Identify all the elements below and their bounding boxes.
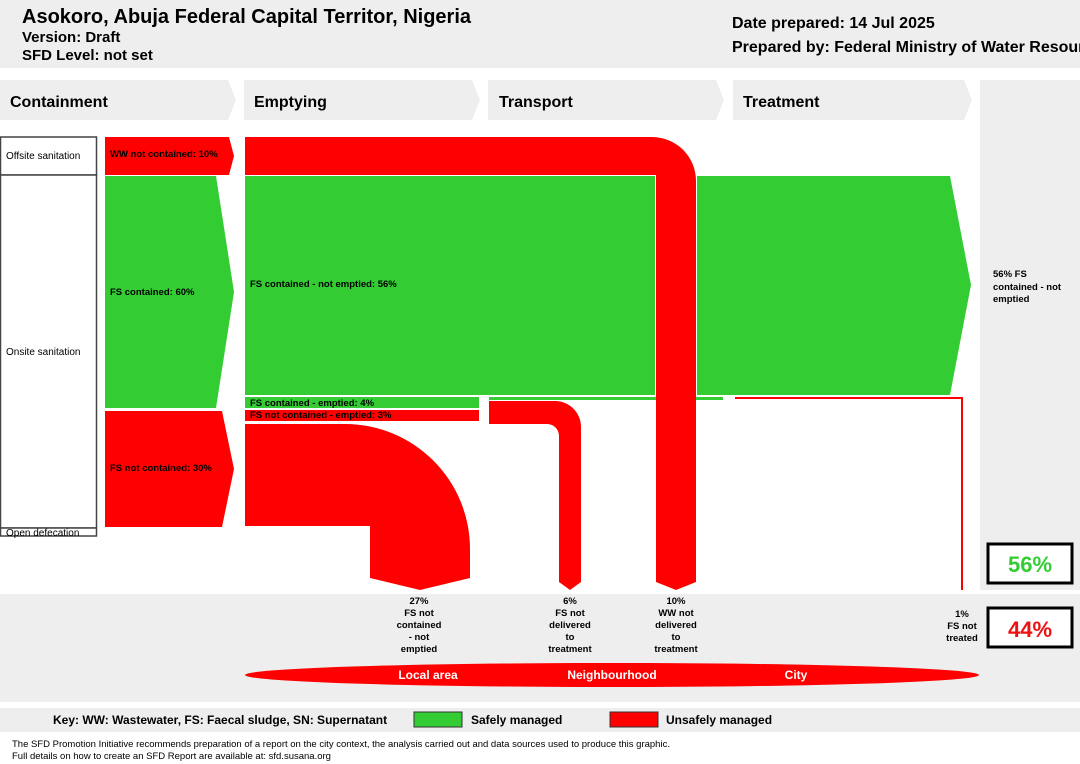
- onsite-sanitation-box: [0, 174, 98, 529]
- right-note-line-2: contained - not: [993, 282, 1062, 293]
- area-city: City: [785, 668, 808, 682]
- svg-text:FS not: FS not: [947, 621, 977, 632]
- fs-not-delivered-flow: [489, 401, 581, 590]
- fs-not-contained-arrow: [105, 411, 234, 527]
- svg-text:delivered: delivered: [549, 620, 591, 631]
- fs-contained-not-emptied-flow: [245, 176, 655, 395]
- offsite-sanitation-label: Offsite sanitation: [6, 151, 80, 162]
- svg-text:10%: 10%: [666, 596, 686, 607]
- right-panel-background: [980, 80, 1080, 590]
- sfd-level-text: SFD Level: not set: [22, 47, 153, 64]
- svg-text:1%: 1%: [955, 609, 969, 620]
- svg-text:6%: 6%: [563, 596, 577, 607]
- fs-not-treated-caption: 1% FS not treated: [946, 609, 978, 644]
- svg-text:treated: treated: [946, 633, 978, 644]
- unsafe-key-label: Unsafely managed: [666, 713, 772, 727]
- safely-managed-percent: 56%: [1008, 552, 1052, 577]
- stage-header-transport: [488, 80, 724, 120]
- fs-contained-emptied-label: FS contained - emptied: 4%: [250, 398, 375, 409]
- stage-header-containment: [0, 80, 236, 120]
- svg-text:FS not: FS not: [404, 608, 434, 619]
- svg-text:27%: 27%: [409, 596, 429, 607]
- fs-contained-emptied-flow: [245, 397, 479, 408]
- date-prepared-text: Date prepared: 14 Jul 2025: [732, 15, 935, 32]
- unsafe-swatch: [609, 711, 659, 728]
- key-background: [0, 708, 1080, 732]
- fs-contained-not-emptied-label: FS contained - not emptied: 56%: [250, 279, 397, 290]
- svg-text:to: to: [566, 632, 575, 643]
- right-note-line-1: 56% FS: [993, 269, 1027, 280]
- header: [0, 0, 1080, 68]
- version-text: Version: Draft: [22, 29, 121, 46]
- right-note-line-3: emptied: [993, 294, 1030, 305]
- areas-ellipse: [245, 663, 979, 687]
- safe-key-label: Safely managed: [471, 713, 562, 727]
- fs-emptied-transport-flow: [489, 397, 723, 400]
- svg-text:WW not: WW not: [658, 608, 694, 619]
- fs-contained-label: FS contained: 60%: [110, 287, 195, 298]
- footer-line-2: Full details on how to create an SFD Rep…: [12, 751, 331, 762]
- fs-not-contained-not-emptied-flow: [245, 424, 470, 590]
- page-title: Asokoro, Abuja Federal Capital Territor,…: [22, 6, 471, 28]
- svg-text:emptied: emptied: [401, 644, 438, 655]
- svg-text:FS not: FS not: [555, 608, 585, 619]
- prepared-by-text: Prepared by: Federal Ministry of Water R…: [732, 39, 1080, 56]
- unsafely-managed-percent: 44%: [1008, 617, 1052, 642]
- fs-not-contained-emptied-flow: [245, 410, 479, 421]
- fs-not-delivered-caption: 6% FS not delivered to treatment: [548, 596, 592, 655]
- fs-not-contained-emptied-label: FS not contained - emptied: 3%: [250, 410, 392, 421]
- ww-not-contained-label: WW not contained: 10%: [110, 149, 218, 160]
- svg-text:to: to: [672, 632, 681, 643]
- svg-text:treatment: treatment: [548, 644, 592, 655]
- stage-label-treatment: Treatment: [743, 94, 820, 111]
- open-defecation-box: [0, 527, 98, 537]
- open-defecation-label: Open defecation: [6, 528, 79, 539]
- key-text: Key: WW: Wastewater, FS: Faecal sludge, …: [53, 713, 387, 727]
- stage-label-emptying: Emptying: [254, 94, 327, 111]
- svg-text:contained: contained: [397, 620, 442, 631]
- stage-header-emptying: [244, 80, 480, 120]
- safely-managed-box: [986, 542, 1074, 585]
- area-local: Local area: [398, 668, 458, 682]
- fs-not-contained-not-emptied-caption: 27% FS not contained - not emptied: [397, 596, 442, 655]
- ww-not-delivered-caption: 10% WW not delivered to treatment: [654, 596, 698, 655]
- onsite-sanitation-label: Onsite sanitation: [6, 347, 81, 358]
- fs-contained-not-emptied-treatment-arrow: [697, 176, 971, 395]
- offsite-sanitation-box: [0, 136, 98, 176]
- fs-not-treated-flow: [735, 397, 963, 590]
- svg-text:delivered: delivered: [655, 620, 697, 631]
- stage-header-treatment: [733, 80, 972, 120]
- safe-swatch: [413, 711, 463, 728]
- fs-not-contained-label: FS not contained: 30%: [110, 463, 212, 474]
- ww-not-contained-arrow: [105, 137, 234, 175]
- svg-text:treatment: treatment: [654, 644, 698, 655]
- stage-label-containment: Containment: [10, 94, 108, 111]
- footer-line-1: The SFD Promotion Initiative recommends …: [12, 739, 670, 750]
- fs-contained-arrow: [105, 176, 234, 408]
- area-neighbourhood: Neighbourhood: [567, 668, 656, 682]
- stage-label-transport: Transport: [499, 94, 573, 111]
- unsafely-managed-box: [986, 606, 1074, 649]
- svg-text:- not: - not: [409, 632, 430, 643]
